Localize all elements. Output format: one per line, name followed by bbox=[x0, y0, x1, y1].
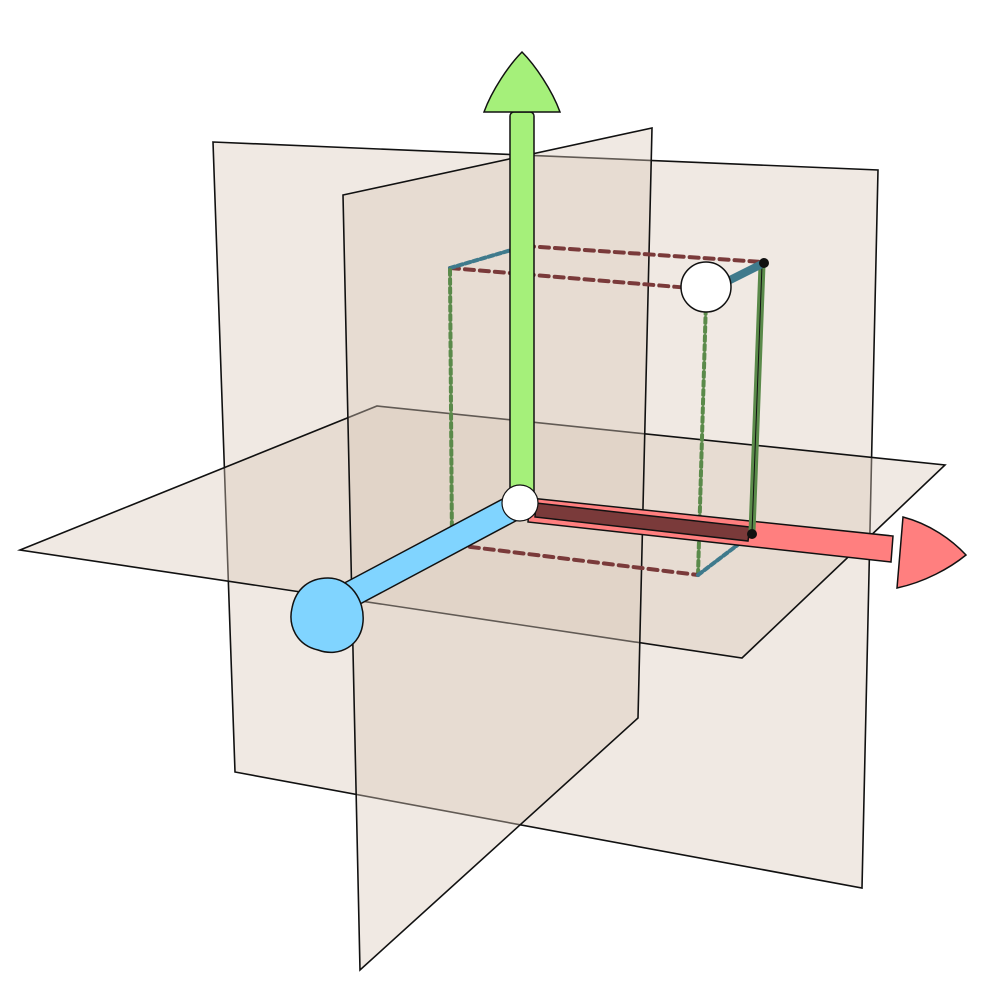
z-axis-head bbox=[290, 577, 364, 654]
x-axis-arrow bbox=[527, 497, 968, 589]
x-axis-head bbox=[896, 516, 968, 589]
y-segment-outline bbox=[751, 264, 763, 533]
dash-bottom-front bbox=[453, 543, 700, 577]
origin-sphere bbox=[501, 484, 539, 522]
vertical-plane-front bbox=[342, 127, 653, 972]
z-segment bbox=[722, 259, 768, 286]
point-sphere bbox=[680, 261, 732, 313]
z-segment-end bbox=[759, 258, 769, 268]
y-axis-shaft bbox=[509, 111, 535, 501]
dash-left-vertical bbox=[448, 268, 454, 547]
dash-top-front bbox=[448, 266, 692, 290]
corner-dot bbox=[747, 529, 757, 539]
y-axis-head bbox=[482, 50, 562, 113]
dash-top-back bbox=[523, 244, 764, 264]
z-axis-arrow bbox=[290, 493, 527, 654]
y-axis-arrow bbox=[482, 50, 562, 501]
